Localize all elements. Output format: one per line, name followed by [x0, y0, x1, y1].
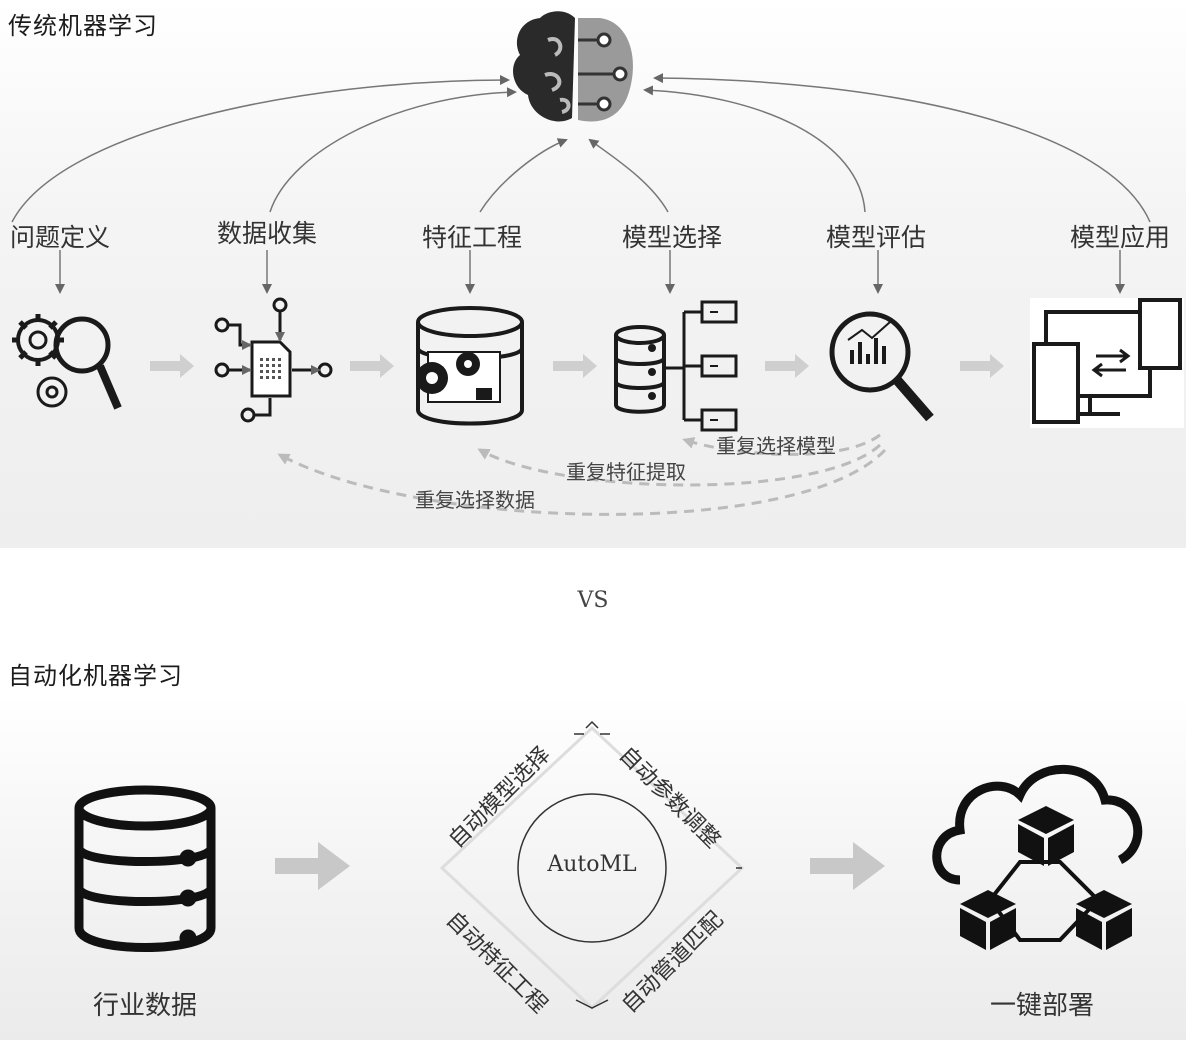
step-label-model-evaluation: 模型评估	[825, 223, 926, 252]
industry-data-label: 行业数据	[92, 991, 197, 1021]
automl-center-label: AutoML	[547, 852, 637, 877]
step-label-problem-definition: 问题定义	[9, 223, 110, 252]
automated-ml-title: 自动化机器学习	[8, 662, 183, 690]
database-tree-icon	[614, 300, 738, 432]
repeat-loop-arrows	[277, 433, 887, 516]
step-flow-arrows	[150, 354, 1004, 378]
chart-magnifier-icon	[829, 311, 934, 422]
gears-magnifier-icon	[12, 314, 122, 410]
loop-label-reselect-model: 重复选择模型	[716, 434, 836, 458]
cloud-cubes-icon	[932, 764, 1143, 950]
automl-diamond	[439, 720, 745, 1011]
devices-icon	[1030, 298, 1184, 428]
automl-flow-arrows	[275, 842, 885, 890]
step-label-model-application: 模型应用	[1069, 223, 1170, 252]
step-label-model-selection: 模型选择	[621, 223, 722, 252]
feedback-arrows-to-brain	[11, 73, 1151, 223]
loop-label-re-extract-features: 重复特征提取	[566, 460, 686, 484]
step-label-feature-engineering: 特征工程	[421, 223, 522, 252]
one-click-deploy-label: 一键部署	[989, 991, 1094, 1021]
loop-label-reselect-data: 重复选择数据	[415, 488, 535, 512]
data-collection-icon	[214, 297, 333, 423]
label-to-icon-arrows	[55, 250, 1125, 294]
brain-circuit-icon	[513, 11, 633, 122]
database-icon	[74, 785, 216, 952]
step-label-data-collection: 数据收集	[216, 219, 317, 248]
traditional-ml-title: 传统机器学习	[8, 12, 158, 40]
vs-label: VS	[577, 588, 609, 613]
automated-ml-panel	[0, 695, 1186, 1040]
database-gears-icon	[416, 306, 524, 426]
